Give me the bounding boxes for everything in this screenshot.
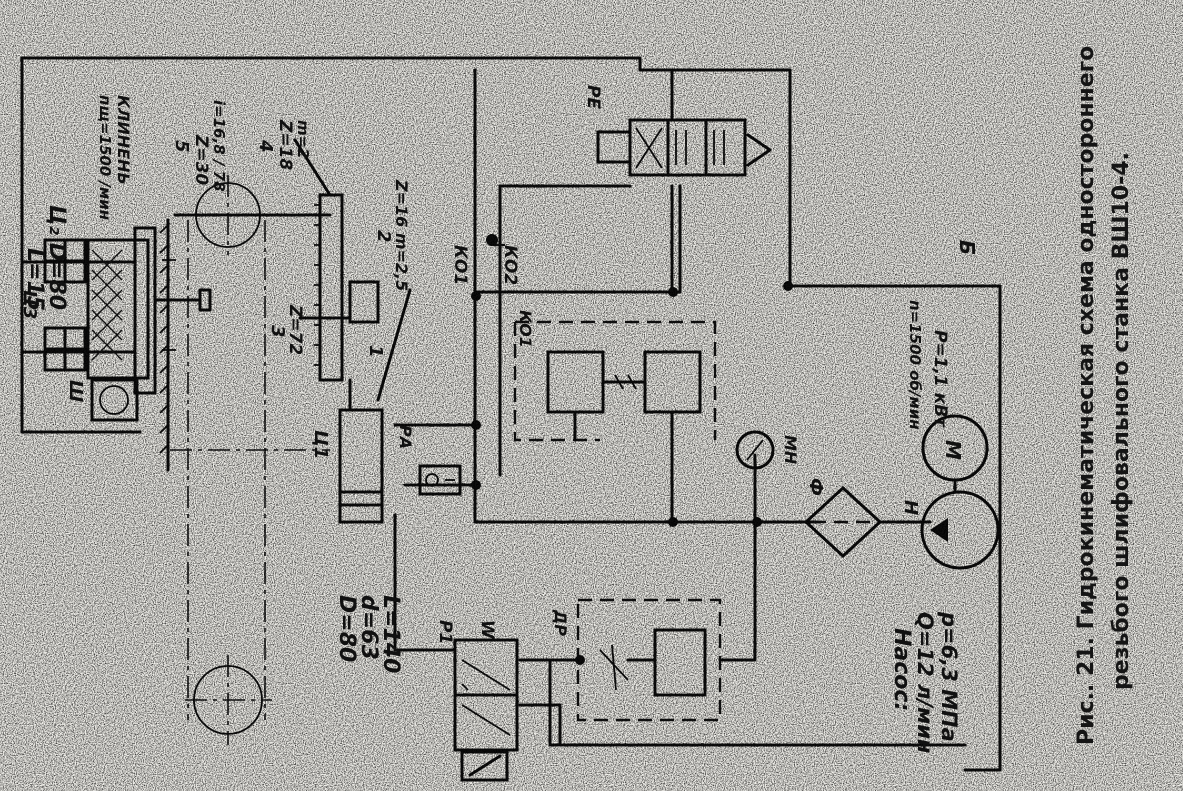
label-motor: М (941, 440, 965, 460)
label-filter: Ф (805, 478, 826, 496)
label-gear3-num: 3 (267, 325, 288, 338)
label-re: РЕ (583, 85, 603, 109)
label-gear5-ratio: i=16,8 / 78 (210, 100, 228, 192)
label-cyl-dd: d=63 (356, 595, 381, 660)
label-gear3-teeth: Z=72 (285, 304, 305, 355)
label-pump-flow: Q=12 л/мин (913, 612, 937, 753)
label-gear2-num: 2 (373, 230, 394, 243)
label-dr: ДР (551, 609, 570, 636)
label-ra: РА (396, 425, 415, 449)
label-mn: МН (781, 435, 800, 465)
label-c1: Ц1 (310, 430, 331, 459)
label-ko1b: КО1 (516, 310, 535, 348)
label-spindle-b: пщ=1500 /мин (96, 95, 114, 220)
label-gear5-teeth: Z=30 (191, 134, 211, 185)
label-gear4-num: 4 (255, 139, 276, 153)
label-rack: 1 (365, 345, 386, 358)
label-gear4-teeth: Z=18 (275, 119, 295, 170)
label-cyl-l: L=140 (378, 595, 403, 673)
label-cyl-d: D=80 (334, 595, 359, 662)
label-gear4-module: m=2 (294, 120, 312, 159)
label-motor-speed: n=1500 об/мин (906, 300, 924, 430)
label-gear5-num: 5 (171, 140, 192, 153)
caption-line-1: Рис.. 21. Гидрокинематическая схема одно… (1074, 46, 1099, 745)
label-pump-pressure: p=6,3 МПа (937, 611, 961, 742)
label-kp2: КО2 (500, 245, 520, 285)
label-c1-length: L=15 (22, 248, 47, 311)
caption-line-2: резьбого шлифовального станка ВШ10-4. (1109, 152, 1134, 690)
label-motor-power: P=1,1 кВт (930, 330, 950, 428)
label-pump-title: Насос: (889, 628, 914, 711)
label-c3: Ц3 (19, 290, 40, 319)
label-spindle-a: КЛИНЕНЬ (114, 95, 133, 185)
label-w: W (477, 620, 497, 640)
label-p1: Р1 (435, 620, 455, 644)
label-c1-params: Ц₂ D=80 (44, 205, 69, 310)
label-b: Б (955, 240, 979, 255)
label-gear2-teeth: Z=16 m=2,5 (392, 179, 411, 291)
label-kp1: КО1 (450, 245, 470, 285)
label-pump-n: Н (900, 500, 921, 515)
figure-caption: Рис.. 21. Гидрокинематическая схема одно… (1074, 46, 1134, 745)
labels: Ц₂ D=80 L=15 Ц3 Ш КЛИНЕНЬ пщ=1500 /мин 5… (19, 85, 979, 753)
label-sh: Ш (65, 380, 86, 402)
